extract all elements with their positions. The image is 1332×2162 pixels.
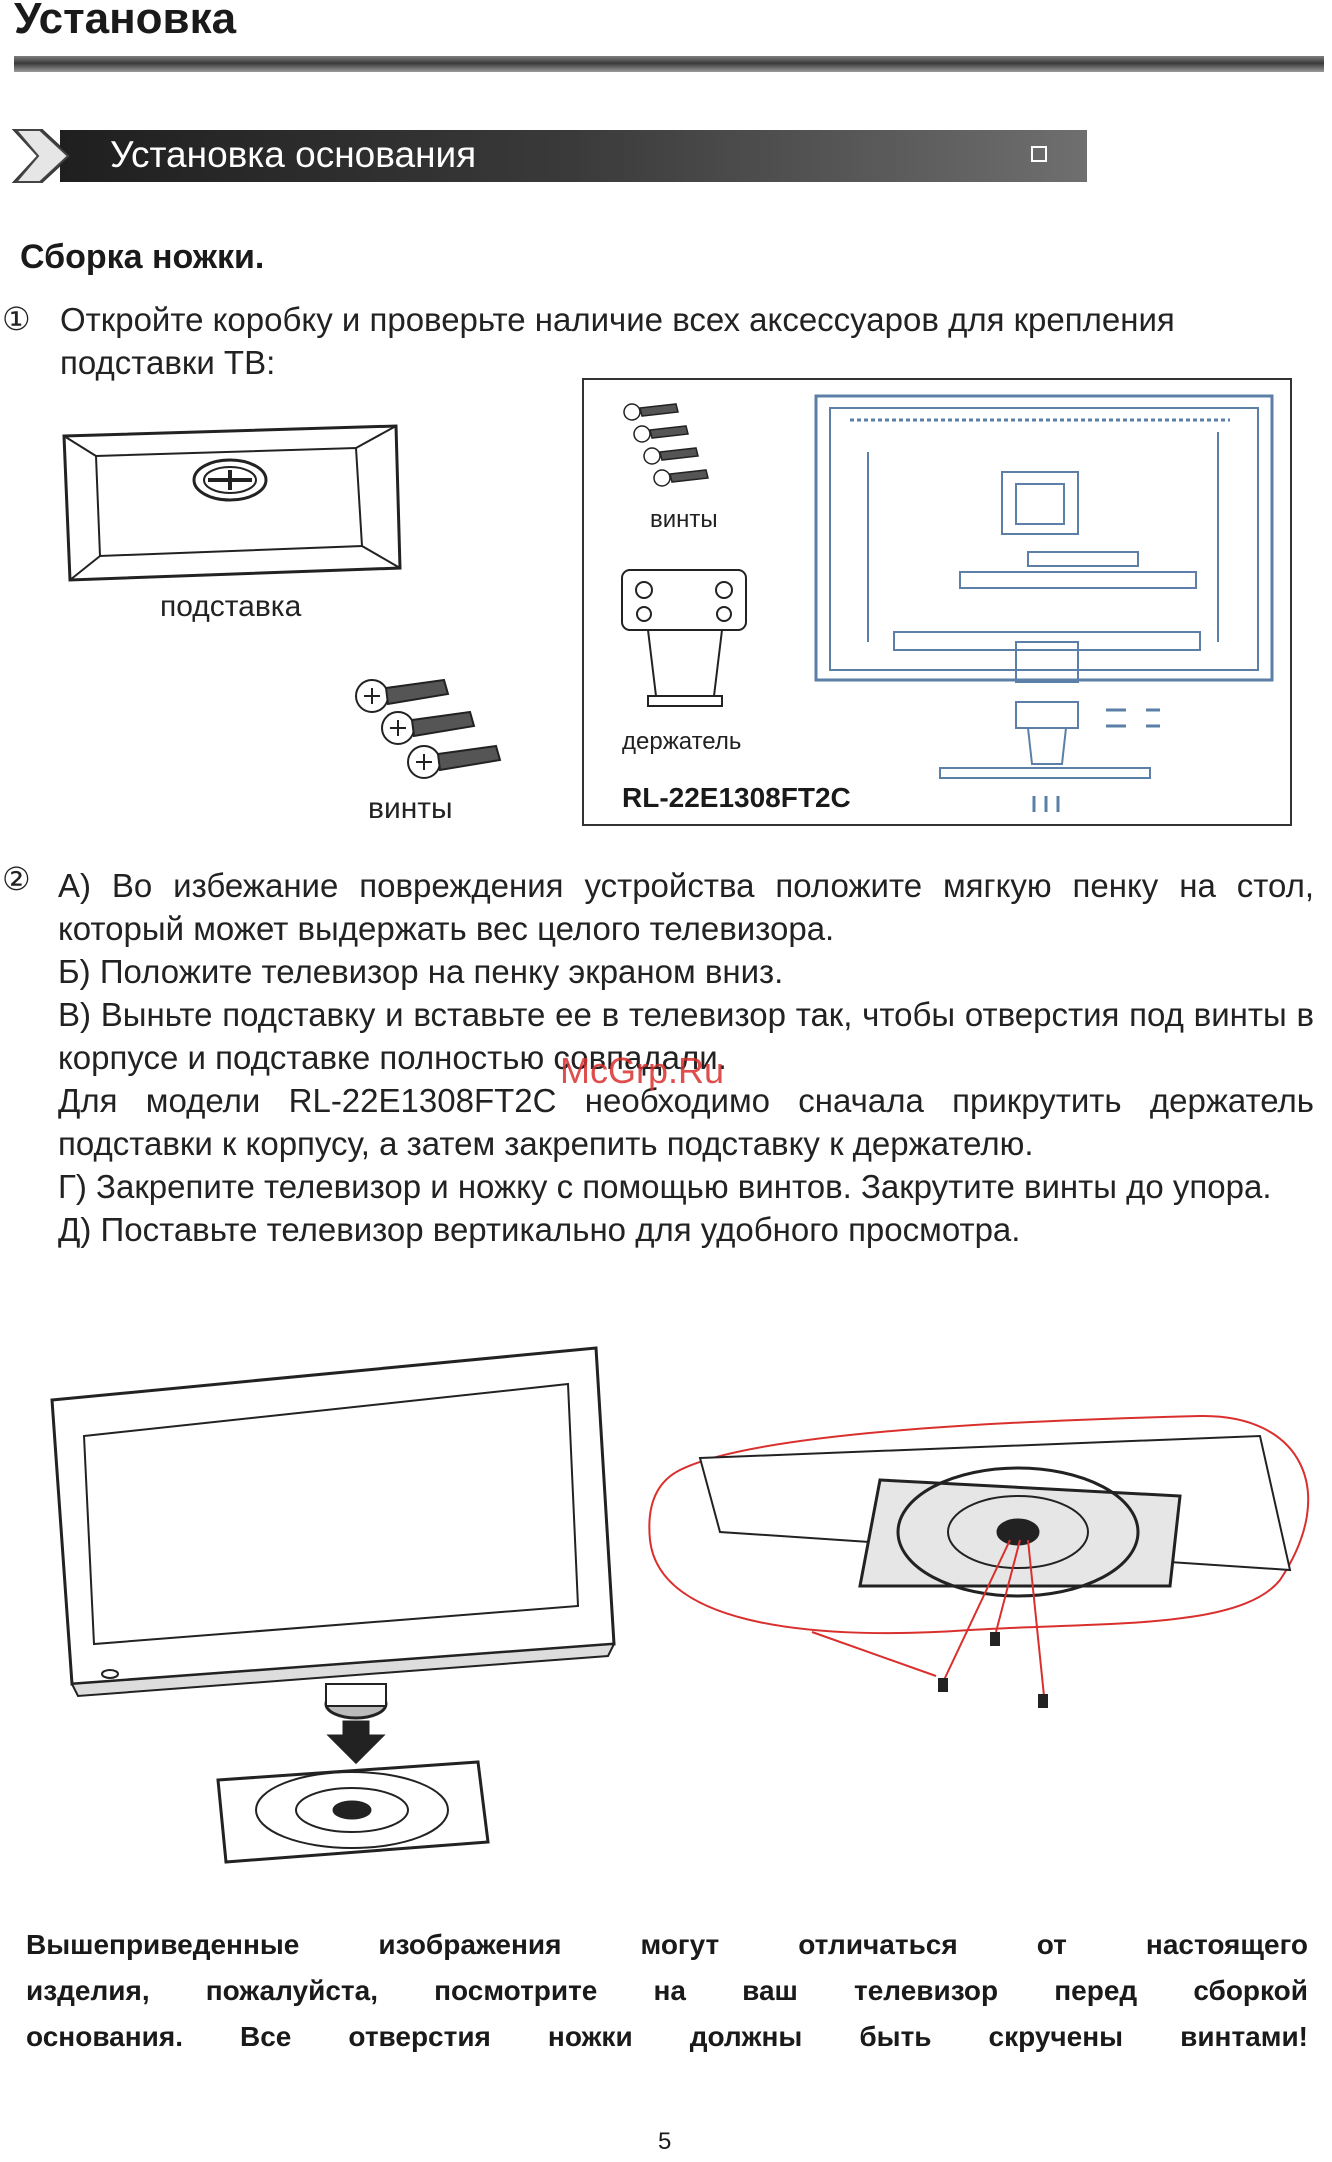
step1-line1: Откройте коробку и проверьте наличие все… (60, 301, 1175, 338)
step-marker-1: ① (2, 301, 31, 337)
back-detail-illustration (648, 1414, 1310, 1708)
stand-caption: подставка (160, 590, 302, 623)
stand-illustration (62, 424, 402, 582)
accessories-box (582, 378, 1292, 826)
step2-text: А) Во избежание повреждения устройства п… (58, 864, 1314, 1251)
square-icon (1031, 146, 1047, 162)
holder-illustration (621, 569, 747, 707)
step2-paragraph-model: Для модели RL-22E1308FT2C необходимо сна… (58, 1082, 1314, 1162)
subsection-title: Сборка ножки. (20, 238, 265, 276)
page-title: Установка (14, 0, 237, 43)
step2-paragraph-a: А) Во избежание повреждения устройства п… (58, 867, 1314, 947)
note-line-3: основания. Все отверстия ножки должны бы… (26, 2021, 1308, 2052)
title-rule (14, 56, 1324, 72)
banner-arrow-icon (13, 129, 70, 183)
watermark: McGrp.Ru (560, 1050, 725, 1091)
holder-caption: держатель (622, 728, 742, 755)
screws-illustration (355, 678, 502, 779)
screws-caption: винты (368, 792, 453, 825)
note-line-1: Вышеприведенные изображения могут отлича… (26, 1929, 1308, 1960)
box-screws-caption: винты (650, 506, 718, 533)
step2-paragraph-g: Г) Закрепите телевизор и ножку с помощью… (58, 1168, 1272, 1205)
banner-title: Установка основания (110, 134, 477, 175)
note-line-2: изделия, пожалуйста, посмотрите на ваш т… (26, 1975, 1308, 2006)
tv-assembly-illustration (50, 1346, 616, 1864)
disclaimer-note: Вышеприведенные изображения могут отлича… (26, 1922, 1308, 2060)
step2-paragraph-d: Д) Поставьте телевизор вертикально для у… (58, 1211, 1021, 1248)
page-number: 5 (658, 2128, 672, 2155)
step2-paragraph-v: В) Выньте подставку и вставьте ее в теле… (58, 996, 1314, 1076)
small-screws-illustration (623, 403, 709, 487)
step-marker-2: ② (2, 861, 31, 897)
model-label: RL-22E1308FT2C (622, 782, 851, 813)
section-banner (60, 130, 1087, 182)
step1-line2: подставки ТВ: (60, 344, 276, 381)
tv-back-diagram (814, 394, 1274, 812)
step2-paragraph-b: Б) Положите телевизор на пенку экраном в… (58, 953, 784, 990)
